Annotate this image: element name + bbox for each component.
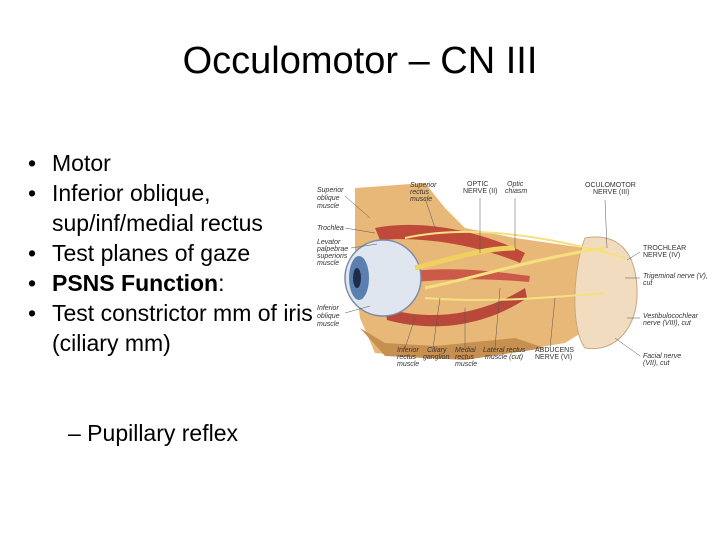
- bullet-text: Motor: [52, 150, 111, 176]
- lateral-rectus-muscle: [395, 269, 530, 284]
- bullet-glyph: •: [28, 150, 37, 176]
- bullet-psns: • PSNS Function:: [28, 268, 318, 298]
- bullet-text: Test constrictor mm of iris (ciliary mm): [52, 300, 313, 356]
- superior-rectus-muscle: [375, 224, 525, 263]
- abducens-nerve: [424, 292, 606, 302]
- sub-bullet-pupillary-reflex: – Pupillary reflex: [68, 420, 239, 446]
- bullet-text: :: [218, 270, 225, 296]
- label-trigeminal-nerve: Trigeminal nerve (V),cut: [643, 273, 708, 287]
- label-facial-nerve: Facial nerve(VII), cut: [643, 353, 681, 367]
- bullet-test-gaze: • Test planes of gaze: [28, 238, 318, 268]
- optic-nerve: [414, 245, 516, 271]
- pupil: [353, 268, 361, 288]
- bullet-muscles: • Inferior oblique, sup/inf/medial rectus: [28, 178, 318, 238]
- bullet-glyph: •: [28, 300, 37, 326]
- bullet-glyph: •: [28, 240, 37, 266]
- inferior-rectus-muscle: [385, 288, 527, 327]
- slide-title: Occulomotor – CN III: [182, 40, 538, 82]
- bullet-text: Inferior oblique, sup/inf/medial rectus: [52, 180, 263, 236]
- bullet-glyph: •: [28, 180, 37, 206]
- bullet-glyph: •: [28, 270, 37, 296]
- leader-lines: [344, 195, 641, 357]
- oculomotor-nerve: [424, 246, 606, 290]
- bullet-list: • Motor • Inferior oblique, sup/inf/medial…: [28, 148, 318, 358]
- bullet-text: Test planes of gaze: [52, 240, 251, 266]
- label-trochlea: Trochlea: [317, 225, 344, 232]
- bullet-motor: • Motor: [28, 148, 318, 178]
- orbit-bone-shadow: [360, 328, 545, 360]
- bullet-constrictor: • Test constrictor mm of iris (ciliary mm…: [28, 298, 318, 358]
- bullet-bold-text: PSNS Function: [52, 270, 219, 296]
